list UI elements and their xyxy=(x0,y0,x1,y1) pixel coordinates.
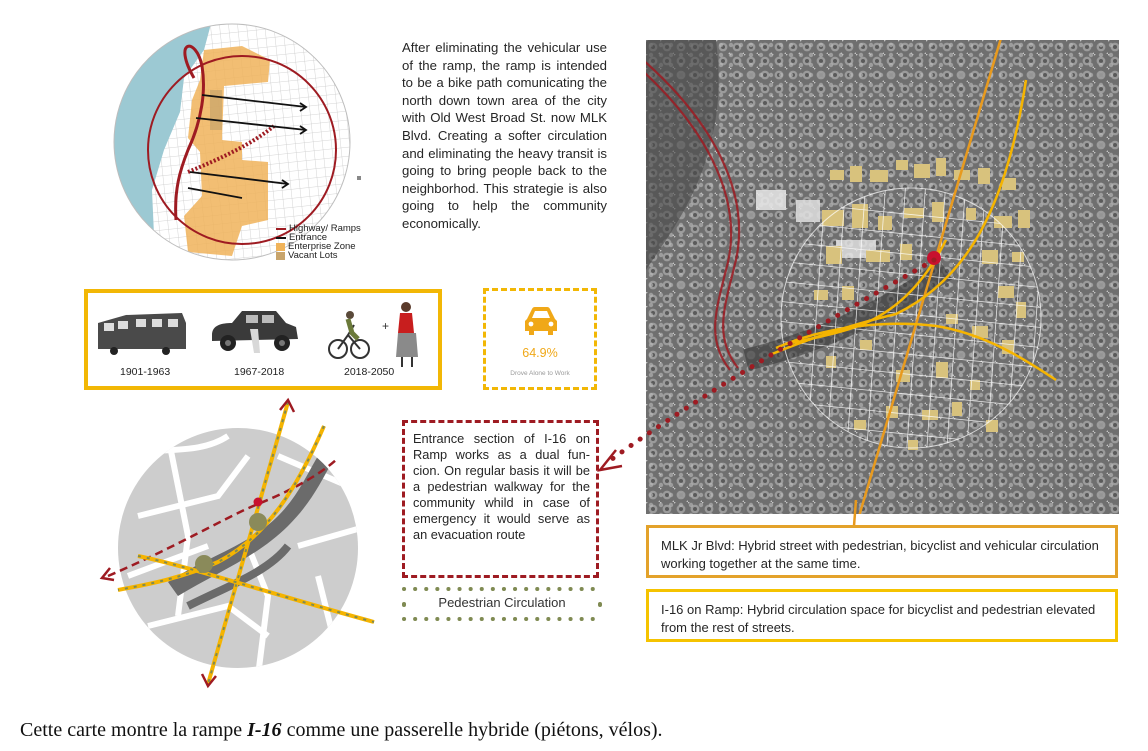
timeline-plus: + xyxy=(382,319,390,333)
pedestrian-dots-icon xyxy=(402,587,602,621)
i16-route-line-3 xyxy=(785,239,948,346)
i16-route-line-2 xyxy=(775,322,1057,382)
legend-item-vacant: Vacant Lots xyxy=(276,251,386,260)
stat-label: Drove Alone to Work xyxy=(510,370,570,377)
enterprise-zone xyxy=(184,46,270,256)
aerial-map xyxy=(646,40,1119,514)
map-legend: Highway/ Ramps Entrance Enterprise Zone … xyxy=(276,224,386,260)
pedestrian-label: Pedestrian Circulation xyxy=(438,595,566,610)
timeline-period-1: 1901-1963 xyxy=(120,366,171,378)
car-icon xyxy=(525,307,557,335)
evacuation-route xyxy=(107,459,337,578)
intro-paragraph: After eliminating the vehicular use of t… xyxy=(402,40,607,231)
i16-description: I-16 on Ramp: Hybrid circulation space f… xyxy=(646,589,1118,642)
pedestrian-legend: Pedestrian Circulation xyxy=(402,586,602,622)
caption-text-after: comme une passerelle hybride (piétons, v… xyxy=(281,719,663,741)
caption-text-before: Cette carte montre la rampe xyxy=(20,719,248,741)
streetcar-icon xyxy=(98,313,186,355)
legend-item-enterprise: Enterprise Zone xyxy=(276,242,386,251)
entrance-detail-map xyxy=(99,397,375,689)
leader-line-entrance xyxy=(596,257,937,472)
cyclist-pedestrian-icon xyxy=(328,302,418,367)
context-map xyxy=(113,23,361,261)
legend-item-highway: Highway/ Ramps xyxy=(276,224,386,233)
highway-ramp xyxy=(174,44,205,221)
timeline-period-3: 2018-2050 xyxy=(344,366,395,378)
timeline-period-2: 1967-2018 xyxy=(234,366,285,378)
commute-stat-box: 64.9% Drove Alone to Work xyxy=(483,288,597,390)
leader-line-mlk xyxy=(852,500,858,526)
entrance-description: Entrance section of I-16 on Ramp works a… xyxy=(402,420,599,578)
entrance-arrows xyxy=(187,94,308,199)
highway-ramp-line-1 xyxy=(646,72,733,371)
stat-value: 64.9% xyxy=(522,346,558,360)
entrance-marker xyxy=(253,497,263,507)
legend-item-entrance: Entrance xyxy=(276,233,386,242)
transport-timeline: 1901-1963 1967-2018 + 2018-2050 xyxy=(84,289,442,390)
caption-emphasis: I-16 xyxy=(247,719,282,741)
bike-route-curve xyxy=(117,425,326,592)
study-area-circle xyxy=(147,55,337,245)
vacant-lots xyxy=(814,158,1030,450)
mlk-blvd-line xyxy=(858,40,1002,514)
vintage-car-icon xyxy=(212,311,298,353)
highway-ramp-line-2 xyxy=(646,61,741,369)
figure-caption: Cette carte montre la rampe I-16 comme u… xyxy=(20,719,663,742)
mlk-description: MLK Jr Blvd: Hybrid street with pedestri… xyxy=(646,525,1118,578)
